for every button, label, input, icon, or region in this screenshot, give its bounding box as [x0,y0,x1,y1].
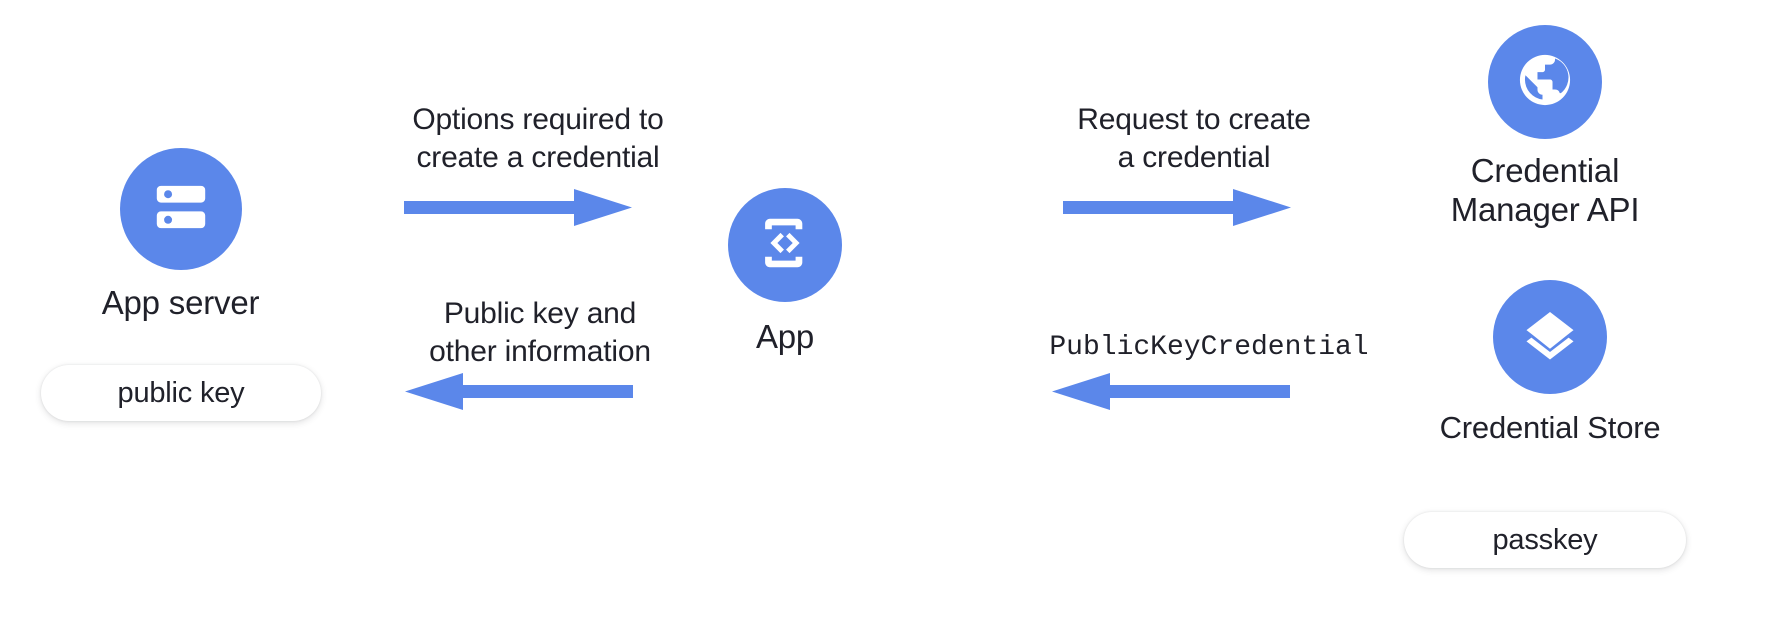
arrow-credential-store-to-app [1050,370,1290,414]
pill-public-key-label: public key [117,376,245,409]
node-credential-manager-api: Credential Manager API [1395,25,1695,230]
app-label: App [755,318,815,355]
server-storage-icon [148,174,214,245]
credential-manager-api-icon-circle [1488,25,1602,139]
arrow-app-server-to-app [404,186,634,230]
arrow-app-to-app-server [403,370,633,414]
arrow-label-options-required: Options required to create a credential [412,103,664,175]
pill-passkey: passkey [1404,512,1686,568]
node-app-server: App server [48,148,313,322]
node-app: App [700,188,870,356]
app-icon-circle [728,188,842,302]
arrow-label-public-key-and-other-information: Public key and other information [429,297,651,369]
credential-manager-api-label: Credential Manager API [1450,152,1640,228]
credential-store-label: Credential Store [1439,410,1661,445]
pill-public-key: public key [41,365,321,421]
globe-public-icon [1513,48,1577,117]
app-server-label: App server [101,284,260,321]
arrow-app-to-credential-manager-api [1063,186,1293,230]
arrow-label-request-to-create: Request to create a credential [1077,103,1311,175]
pill-passkey-label: passkey [1492,523,1598,556]
arrow-label-publickeycredential: PublicKeyCredential [1049,332,1369,363]
layers-stack-icon [1519,304,1581,371]
phone-code-brackets-icon [754,212,816,279]
node-credential-store: Credential Store [1400,280,1700,446]
app-server-icon-circle [119,148,242,270]
credential-store-icon-circle [1493,280,1607,394]
